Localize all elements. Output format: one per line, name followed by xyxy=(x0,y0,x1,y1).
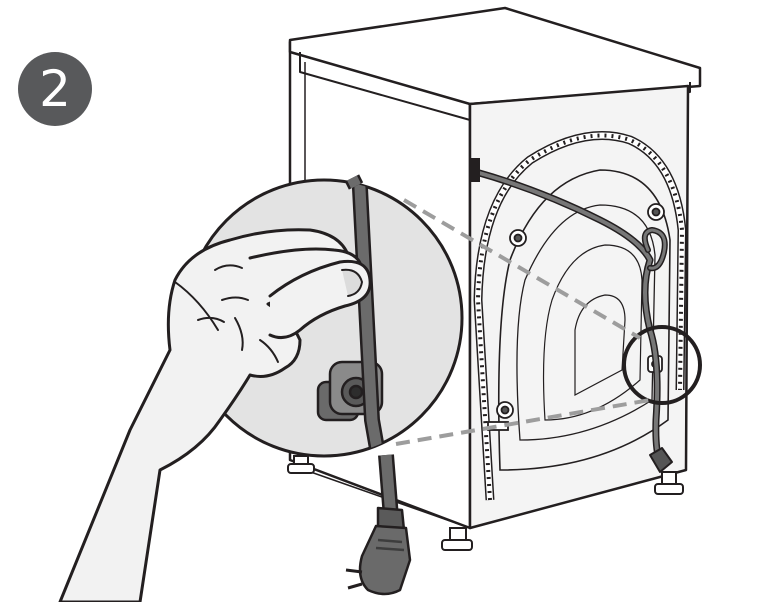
foot-front-right xyxy=(654,471,684,495)
bolt-top-left xyxy=(509,229,527,247)
foot-back-left xyxy=(287,455,315,474)
step-number-text: 2 xyxy=(39,60,71,118)
machine-back-panel xyxy=(468,84,690,530)
hand-icon xyxy=(58,228,372,604)
highlight-circle xyxy=(622,325,702,405)
machine-plug-icon xyxy=(649,447,673,473)
step-number-badge: 2 xyxy=(18,52,92,126)
bolt-bottom-left xyxy=(496,401,514,419)
back-panel-relief xyxy=(473,131,687,501)
power-plug-icon xyxy=(345,506,412,596)
machine-feet xyxy=(287,455,684,551)
machine-top xyxy=(288,6,702,106)
bolt-top-right xyxy=(647,203,665,221)
foot-front-left xyxy=(441,527,473,551)
zoom-guide-lines xyxy=(395,198,651,446)
machine-power-cord xyxy=(470,158,673,473)
